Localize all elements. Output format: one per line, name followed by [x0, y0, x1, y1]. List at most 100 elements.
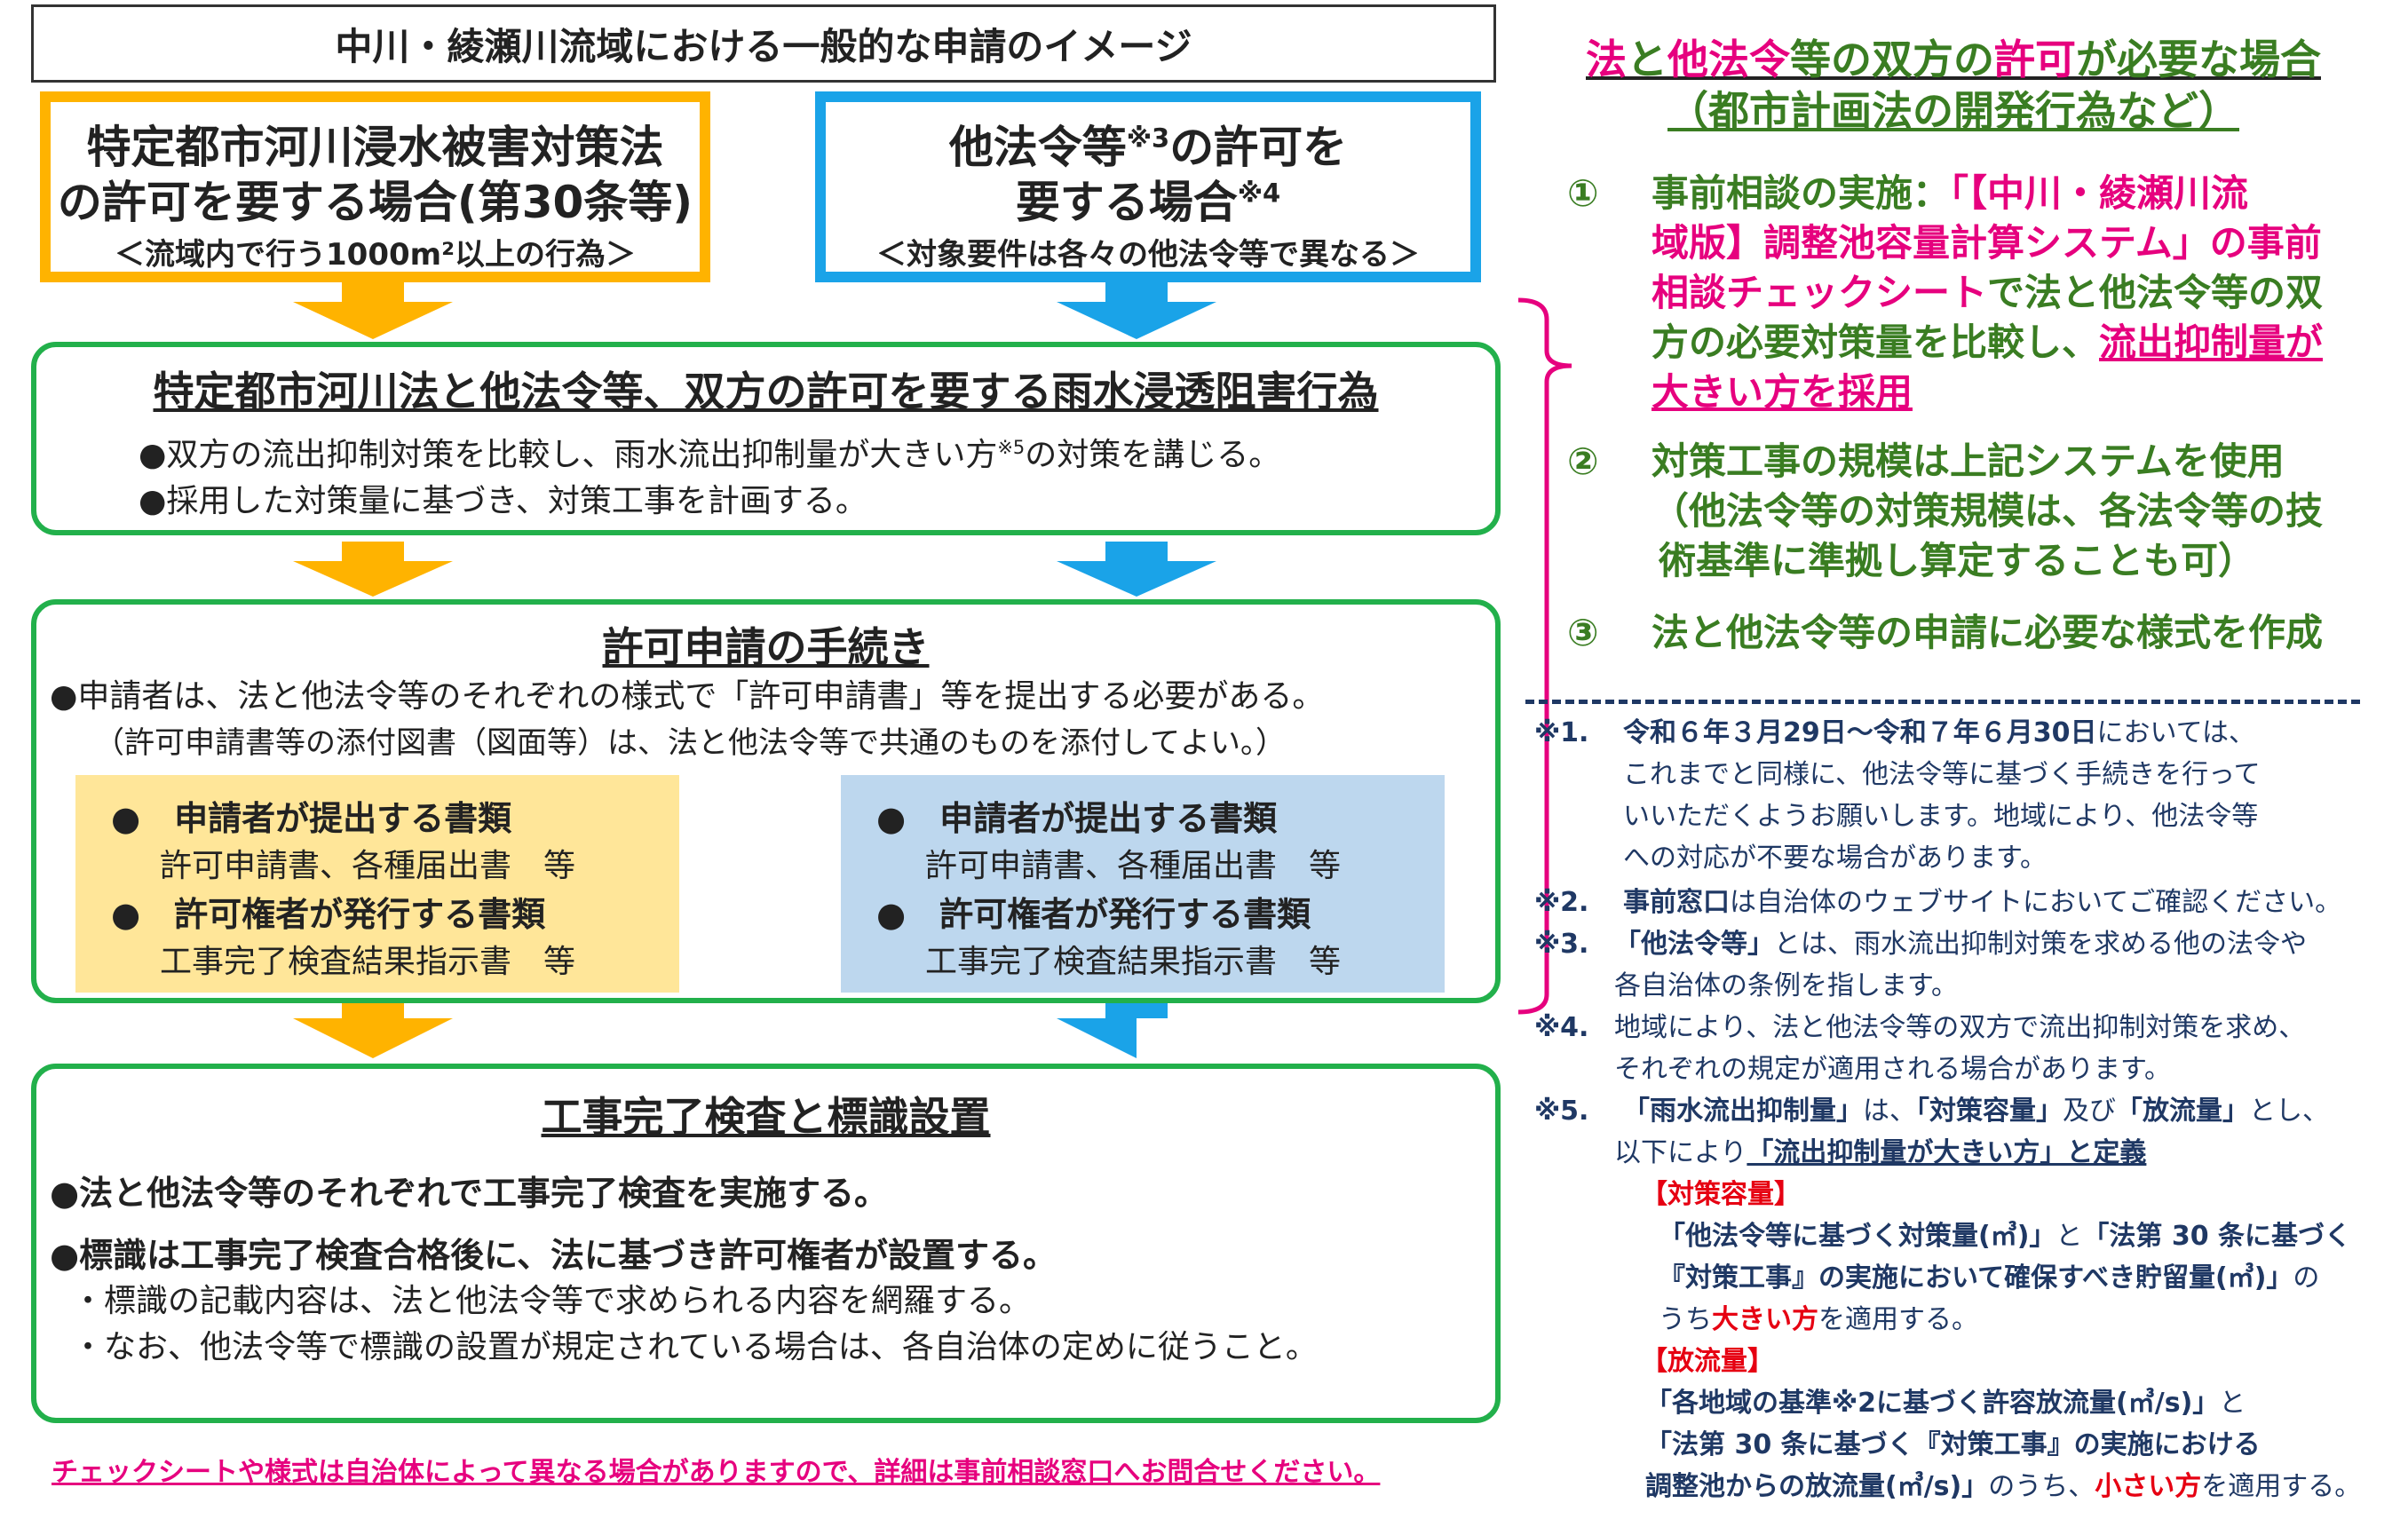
- note5-g: 以下により: [1614, 1137, 1747, 1168]
- step1-e: で法と他法令等の双: [1987, 271, 2324, 314]
- note5-b: は、: [1863, 1096, 1916, 1127]
- title-other: 他法令: [1667, 36, 1790, 83]
- note1-e: への対応が不要な場合があります。: [1623, 843, 2047, 874]
- issued-docs-text: 工事完了検査結果指示書 等: [925, 944, 1342, 980]
- step1-h: 大きい方を採用: [1652, 370, 1913, 414]
- note4-b: それぞれの規定が適用される場合があります。: [1614, 1054, 2171, 1085]
- note3-key: ※3.: [1534, 929, 1589, 960]
- blue-arrow-icon: [1057, 282, 1216, 1058]
- discharge-f: 小さい方: [2095, 1471, 2202, 1502]
- note-3: ※3. 「他法令等」とは、雨水流出抑制対策を求める他の法令や 各自治体の条例を指…: [1534, 923, 2387, 1007]
- capacity-d: 『対策工事』の実施において確保すべき貯留量(㎥)」: [1659, 1262, 2293, 1294]
- orange-arrow-icon: [293, 282, 453, 1058]
- dual-permit-bullet1: ●双方の流出抑制対策を比較し、雨水流出抑制量が大きい方※5の対策を講じる。: [36, 432, 1495, 479]
- step1-f: 方の必要対策量を比較し、: [1652, 320, 2100, 364]
- discharge-heading: 【放流量】: [1641, 1346, 1774, 1377]
- discharge-e: のうち、: [1988, 1471, 2095, 1502]
- bullet1-text-end: の対策を講じる。: [1025, 437, 1281, 473]
- issued-docs-heading: ● 許可権者が発行する書類: [876, 895, 1311, 934]
- inspection-sub2: ・なお、他法令等で標識の設置が規定されている場合は、各自治体の定めに従うこと。: [72, 1329, 1318, 1365]
- law-permit-sub: ＜流域内で行う1000m²以上の行為＞: [115, 237, 636, 273]
- discharge-b: と: [2219, 1388, 2246, 1419]
- other-law-line1: 他法令等※3の許可を: [826, 120, 1470, 175]
- note2-key: ※2.: [1534, 887, 1589, 918]
- discharge-g: を適用する。: [2201, 1471, 2362, 1502]
- step2-b: （他法令等の対策規模は、各法令等の技: [1652, 489, 2324, 533]
- other-law-line2a: 要する場合: [1015, 177, 1238, 228]
- application-title: 許可申請の手続き: [602, 623, 930, 671]
- capacity-a: 「他法令等に基づく対策量(㎥)」: [1659, 1221, 2056, 1252]
- issued-docs-heading: ● 許可権者が発行する書類: [111, 895, 546, 934]
- step1-num: ①: [1567, 171, 1599, 215]
- application-note: （許可申請書等の添付図書（図面等）は、法と他法令等で共通のものを添付してよい。）: [94, 725, 1286, 761]
- step1-a: 事前相談の実施：: [1652, 171, 1951, 215]
- dual-permit-title: 特定都市河川法と他法令等、双方の許可を要する雨水浸透阻害行為: [153, 368, 1379, 415]
- note1-d: いいただくようお願いします。地域により、他法令等: [1623, 801, 2259, 832]
- right-subtitle: （都市計画法の開発行為など）: [1667, 87, 2239, 135]
- submit-docs-heading: ● 申請者が提出する書類: [111, 799, 512, 838]
- step2-num: ②: [1567, 439, 1599, 483]
- application-bullet1: ●申請者は、法と他法令等のそれぞれの様式で「許可申請書」等を提出する必要がある。: [50, 678, 1325, 715]
- note-ref-3: ※3: [1126, 123, 1170, 154]
- note5-c: 「対策容量」: [1916, 1096, 2063, 1127]
- note1-a: 令和６年３月29日〜令和７年６月30日: [1623, 717, 2097, 748]
- discharge-a: 「各地域の基準※2に基づく許容放流量(㎥/s)」: [1645, 1388, 2220, 1419]
- step2-a: 対策工事の規模は上記システムを使用: [1652, 439, 2285, 483]
- title-mid: 等の双方の: [1790, 36, 1994, 83]
- law-permit-line2: の許可を要する場合(第30条等): [57, 177, 693, 228]
- capacity-c: 「法第 30 条に基づく: [2082, 1221, 2352, 1252]
- note5-key: ※5.: [1534, 1096, 1589, 1127]
- capacity-b: と: [2056, 1221, 2083, 1252]
- note3-b: とは、雨水流出抑制対策を求める他の法令や: [1774, 929, 2307, 960]
- step1-c: 域版】調整池容量計算システム」の事前: [1652, 221, 2322, 265]
- step3-text: 法と他法令等の申請に必要な様式を作成: [1652, 611, 2324, 654]
- note1-c: これまでと同様に、他法令等に基づく手続きを行って: [1623, 759, 2261, 790]
- step3-num: ③: [1567, 611, 1599, 654]
- bracket-icon: [1517, 297, 1572, 1015]
- capacity-e: の: [2293, 1262, 2320, 1294]
- note5-a: 「雨水流出抑制量」: [1623, 1096, 1863, 1127]
- discharge-d: 調整池からの放流量(㎥/s)」: [1645, 1471, 1989, 1502]
- note5-h: 「流出抑制量が大きい方」と定義: [1747, 1137, 2147, 1168]
- note5-e: 「放流量」: [2116, 1096, 2249, 1127]
- other-law-sub: ＜対象要件は各々の他法令等で異なる＞: [876, 237, 1420, 273]
- inspection-stage: 工事完了検査と標識設置 ●法と他法令等のそれぞれで工事完了検査を実施する。 ●標…: [31, 1064, 1501, 1423]
- note-1: ※1. 令和６年３月29日〜令和７年６月30日においては、 これまでと同様に、他…: [1534, 712, 2387, 879]
- title-permit: 許可: [1994, 36, 2076, 83]
- note2-a: 事前窓口: [1623, 887, 1730, 918]
- other-law-line2: 要する場合※4: [826, 175, 1470, 230]
- title-end: が必要な場合: [2076, 36, 2321, 83]
- title-and: と: [1627, 36, 1667, 83]
- step1-b: 「【中川・綾瀬川流: [1950, 171, 2249, 215]
- inspection-title: 工事完了検査と標識設置: [541, 1093, 991, 1141]
- title-law: 法: [1586, 36, 1627, 83]
- dual-permit-bullet2: ●採用した対策量に基づき、対策工事を計画する。: [139, 483, 867, 519]
- divider: [1525, 700, 2360, 704]
- step2-c: 術基準に準拠し算定することも可）: [1659, 539, 2256, 582]
- note5-d: 及び: [2063, 1096, 2116, 1127]
- dual-permit-stage: 特定都市河川法と他法令等、双方の許可を要する雨水浸透阻害行為 ●双方の流出抑制対…: [31, 342, 1501, 535]
- note-ref-5: ※5: [997, 437, 1026, 458]
- submit-docs-heading: ● 申請者が提出する書類: [876, 799, 1278, 838]
- capacity-g: 大きい方: [1712, 1304, 1818, 1335]
- note-2: ※2. 事前窓口は自治体のウェブサイトにおいてご確認ください。: [1534, 882, 2387, 923]
- law-permit-line1: 特定都市河川浸水被害対策法: [86, 122, 664, 173]
- note-4: ※4. 地域により、法と他法令等の双方で流出抑制対策を求め、 それぞれの規定が適…: [1534, 1007, 2387, 1090]
- note3-a: 「他法令等」: [1614, 929, 1774, 960]
- note4-key: ※4.: [1534, 1012, 1589, 1043]
- capacity-f: うち: [1659, 1304, 1712, 1335]
- step2-text: 対策工事の規模は上記システムを使用 （他法令等の対策規模は、各法令等の技 術基準…: [1652, 437, 2380, 586]
- note4-a: 地域により、法と他法令等の双方で流出抑制対策を求め、: [1614, 1012, 2306, 1043]
- note2-b: は自治体のウェブサイトにおいてご確認ください。: [1730, 887, 2342, 918]
- bullet1-text: ●双方の流出抑制対策を比較し、雨水流出抑制量が大きい方: [139, 437, 998, 473]
- note3-c: 各自治体の条例を指します。: [1614, 970, 1958, 1001]
- submit-docs-text: 許可申請書、各種届出書 等: [925, 848, 1342, 884]
- capacity-heading: 【対策容量】: [1641, 1179, 1801, 1210]
- step1-d: 相談チェックシート: [1652, 271, 1988, 314]
- other-law-line1a: 他法令等: [948, 122, 1127, 173]
- law-permit-box: 特定都市河川浸水被害対策法 の許可を要する場合(第30条等) ＜流域内で行う10…: [40, 91, 710, 282]
- note-ref-4: ※4: [1237, 178, 1281, 209]
- note1-key: ※1.: [1534, 717, 1589, 748]
- inspection-bullet2: ●標識は工事完了検査合格後に、法に基づき許可権者が設置する。: [50, 1236, 1057, 1275]
